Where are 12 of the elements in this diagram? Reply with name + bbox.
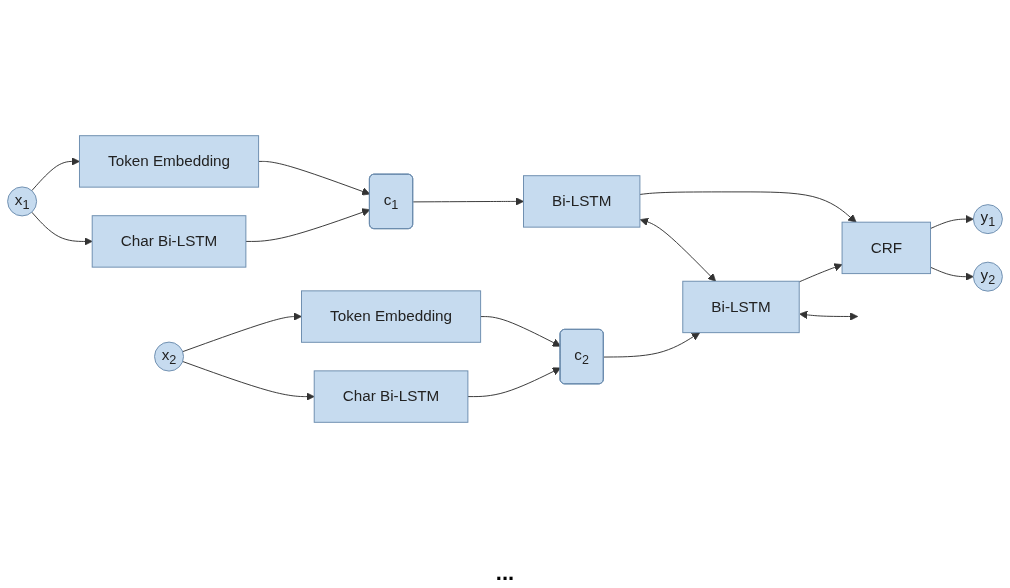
node-box: CRF xyxy=(841,221,931,275)
node-circle: x$_{1}$ xyxy=(7,186,38,217)
node-box: Bi-LSTM xyxy=(682,280,800,334)
node-circle: y$_{2}$ xyxy=(972,261,1003,292)
node-box: Char Bi-LSTM xyxy=(91,215,247,268)
node-circle: x$_{2}$ xyxy=(154,341,184,372)
ellipsis-note: ... xyxy=(495,560,515,585)
node-box: Bi-LSTM xyxy=(523,175,641,228)
node-box: Token Embedding xyxy=(301,290,482,343)
node-box: Token Embedding xyxy=(79,135,260,188)
node-circle: y$_{1}$ xyxy=(972,204,1003,235)
node-box: Char Bi-LSTM xyxy=(313,370,469,423)
